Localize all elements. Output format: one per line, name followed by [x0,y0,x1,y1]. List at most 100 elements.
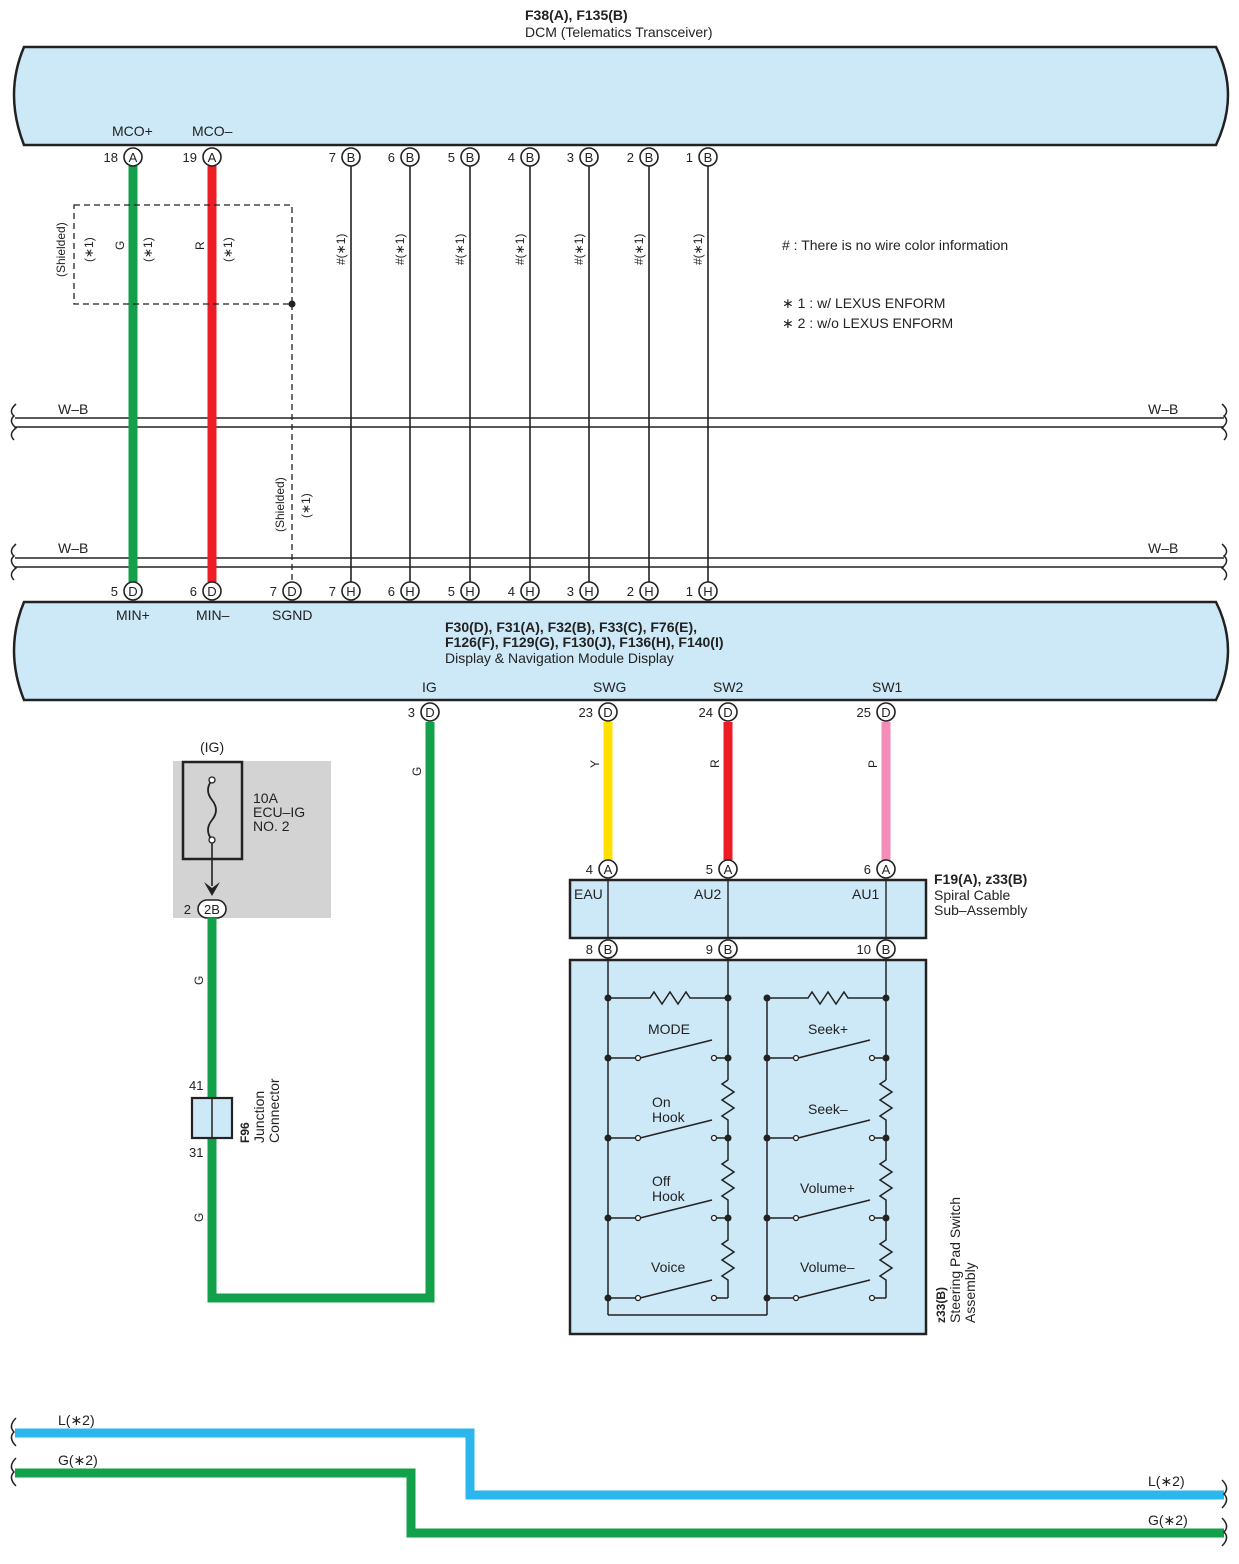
terminal-10-b: B10 [857,939,896,959]
svg-text:31: 31 [189,1145,203,1160]
svg-text:B: B [526,150,535,165]
svg-text:D: D [881,705,890,720]
terminal-5-a: A5 [706,859,738,879]
ground-label-bottom-right: W–B [1148,540,1178,556]
terminal-b-4: B4 [508,147,540,167]
terminal-h-4: H4 [508,581,540,601]
svg-text:A: A [208,150,217,165]
svg-text:8: 8 [586,942,593,957]
terminal-6-d: D6 [190,581,222,601]
svg-text:H: H [644,584,653,599]
terminal-mco-minus-label: MCO– [192,123,233,139]
b-wire-label-3: #(∗1) [572,234,586,265]
svg-text:5: 5 [706,862,713,877]
svg-text:D: D [425,705,434,720]
svg-text:H: H [465,584,474,599]
svg-text:D: D [603,705,612,720]
terminal-4-a: A4 [586,859,618,879]
switch-junction-dots [604,994,890,1302]
svg-text:5: 5 [448,584,455,599]
terminal-24-d: D 24 [699,702,738,722]
switch-label-on-hook: Hook [652,1109,686,1125]
terminal-5-d: D5 [111,581,143,601]
svg-text:4: 4 [586,862,593,877]
switch-label-off-hook: Hook [652,1188,686,1204]
terminal-sw1-label: SW1 [872,679,903,695]
switch-label-seek-minus: Seek– [808,1101,848,1117]
svg-text:24: 24 [699,705,713,720]
terminal-h-6: H6 [388,581,420,601]
switch-label-off: Off [652,1173,671,1189]
terminal-b-1: B1 [686,147,718,167]
svg-text:5: 5 [111,584,118,599]
sw1-wire-color: P [866,760,880,768]
svg-text:H: H [346,584,355,599]
b-wire-label-4: #(∗1) [513,234,527,265]
swg-wire-color: Y [588,760,602,768]
svg-text:6: 6 [864,862,871,877]
svg-text:B: B [406,150,415,165]
note-1: ∗ 1 : w/ LEXUS ENFORM [782,295,945,311]
terminal-6-a: A6 [864,859,896,879]
terminal-7-d: D7 [270,581,302,601]
svg-text:3: 3 [567,584,574,599]
shield-junction-dot [288,300,296,308]
terminal-b-5: B5 [448,147,480,167]
fuse-name-2: NO. 2 [253,818,290,834]
terminal-23-d: D 23 [579,702,618,722]
svg-text:6: 6 [190,584,197,599]
svg-text:B: B [645,150,654,165]
dcm-terminals: A 18 A 19 B7 B6 B5 B4 B3 B2 B1 [104,147,718,167]
terminal-8-b: B8 [586,939,618,959]
svg-text:A: A [724,862,733,877]
svg-text:7: 7 [329,150,336,165]
svg-text:B: B [466,150,475,165]
shielded-label-bottom: (Shielded) [273,477,287,532]
svg-text:4: 4 [508,584,515,599]
bottom-wire-l-blue [15,1428,1224,1500]
b-wire-label-5: #(∗1) [453,234,467,265]
terminal-2-2b: 2B 2 [184,899,227,919]
svg-text:A: A [882,862,891,877]
b-wire-label-1: #(∗1) [691,234,705,265]
fuse-header: (IG) [200,739,224,755]
spiral-name-2: Sub–Assembly [934,902,1027,918]
svg-text:41: 41 [189,1078,203,1093]
spiral-connector-codes: F19(A), z33(B) [934,871,1027,887]
display-name: Display & Navigation Module Display [445,650,674,666]
terminal-ig-label: IG [422,679,437,695]
svg-text:5: 5 [448,150,455,165]
svg-text:10: 10 [857,942,871,957]
terminal-b-3: B3 [567,147,599,167]
terminal-19-a: A 19 [183,147,222,167]
terminal-sgnd-label: SGND [272,607,312,623]
fuse-name-1: ECU–IG [253,804,305,820]
sw2-wire-color: R [708,759,722,768]
spiral-label-au2: AU2 [694,886,721,902]
b-wire-labels: #(∗1) #(∗1) #(∗1) #(∗1) #(∗1) #(∗1) #(∗1… [334,234,705,265]
junction-wire-color: G [192,1213,206,1222]
svg-text:23: 23 [579,705,593,720]
terminal-18-a: A 18 [104,147,143,167]
steering-name-2: Assembly [962,1262,978,1323]
svg-text:18: 18 [104,150,118,165]
svg-text:2: 2 [184,902,191,917]
ground-label-top-right: W–B [1148,401,1178,417]
svg-text:2: 2 [627,150,634,165]
terminal-b-2: B2 [627,147,659,167]
terminal-h-5: H5 [448,581,480,601]
spiral-top-terminals: A4 A5 A6 [586,859,896,879]
svg-text:B: B [704,150,713,165]
dcm-name: DCM (Telematics Transceiver) [525,24,712,40]
display-bottom-terminals: D3 D23 D24 D25 [408,702,896,722]
g-label-left: G(∗2) [58,1452,98,1468]
svg-text:D: D [723,705,732,720]
note-hash: # : There is no wire color information [782,237,1008,253]
terminal-h-3: H3 [567,581,599,601]
svg-text:7: 7 [270,584,277,599]
mco-plus-color: G [113,241,127,250]
svg-text:F96: F96 [238,1122,252,1143]
terminal-b-6: B6 [388,147,420,167]
spiral-name-1: Spiral Cable [934,887,1010,903]
